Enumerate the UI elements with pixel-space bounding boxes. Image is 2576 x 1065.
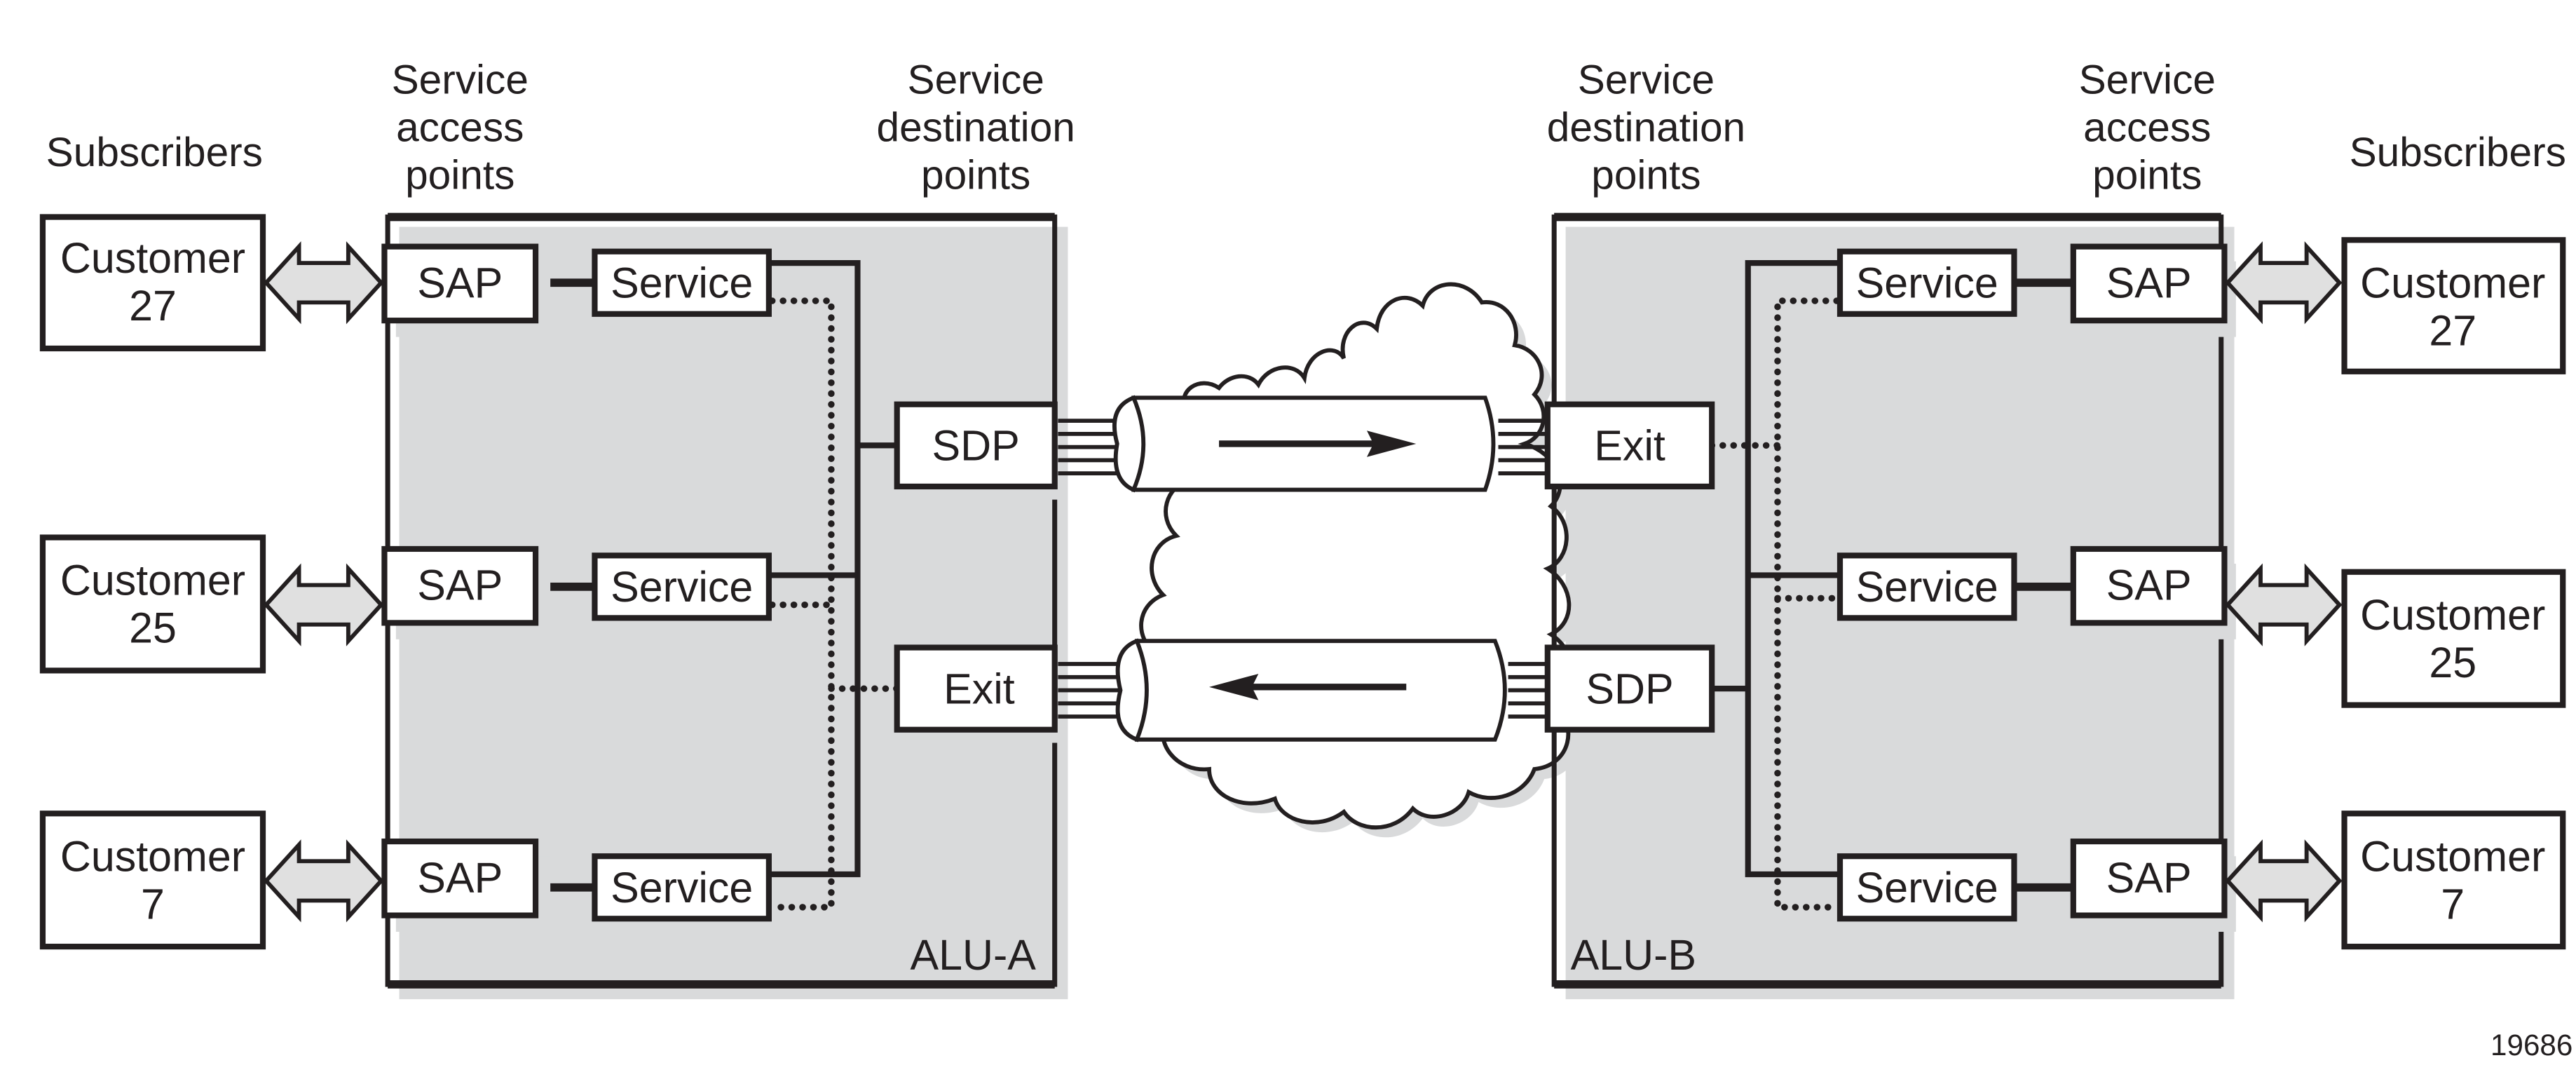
- header-text: Subscribers: [46, 130, 263, 175]
- tunnel-pipe-icon: [1058, 638, 1548, 742]
- double-arrow-icon: [263, 839, 384, 923]
- double-arrow-icon: [263, 241, 384, 325]
- right-sdp-box[interactable]: SDP: [1544, 644, 1715, 733]
- header-left-subscribers: Subscribers: [46, 130, 263, 175]
- sap-box[interactable]: SAP: [2070, 243, 2228, 324]
- customer-box[interactable]: Customer 27: [39, 214, 266, 352]
- header-right-sdp: Service destination points: [1547, 57, 1745, 198]
- left-row-2: Customer 25 SAP Service: [39, 534, 772, 674]
- sap-label: SAP: [417, 854, 503, 902]
- sap-label: SAP: [417, 259, 503, 306]
- service-label: Service: [611, 864, 753, 911]
- double-arrow-icon: [2225, 839, 2343, 923]
- service-label: Service: [611, 563, 753, 611]
- service-box[interactable]: Service: [1836, 853, 2017, 922]
- left-row-3: Customer 7 SAP Service: [39, 810, 772, 950]
- header-text: points: [921, 153, 1030, 198]
- header-right-sap: Service access points: [2079, 57, 2216, 198]
- customer-id: 27: [129, 282, 177, 330]
- exit-label: Exit: [1594, 421, 1665, 469]
- sap-label: SAP: [2106, 562, 2192, 609]
- header-text: access: [396, 105, 524, 151]
- sap-label: SAP: [2106, 259, 2192, 306]
- router-name: ALU-A: [910, 931, 1036, 979]
- sap-box[interactable]: SAP: [2070, 545, 2228, 626]
- double-arrow-icon: [2225, 563, 2343, 646]
- customer-label: Customer: [60, 234, 245, 282]
- header-left-sap: Service access points: [392, 57, 529, 198]
- header-text: points: [405, 153, 514, 198]
- customer-id: 25: [129, 604, 177, 652]
- right-row-3: Service SAP Customer 7: [1836, 810, 2566, 950]
- customer-box[interactable]: Customer 25: [2341, 569, 2566, 708]
- service-box[interactable]: Service: [1836, 552, 2017, 621]
- customer-label: Customer: [60, 832, 245, 880]
- right-wiring: [1708, 260, 2073, 911]
- customer-box[interactable]: Customer 7: [39, 810, 266, 950]
- right-row-2: Service SAP Customer 25: [1836, 545, 2566, 708]
- header-text: access: [2083, 105, 2211, 151]
- header-text: Service: [2079, 57, 2216, 103]
- customer-id: 27: [2429, 306, 2476, 354]
- service-box[interactable]: Service: [592, 853, 772, 922]
- figure-number: 19686: [2490, 1029, 2572, 1061]
- sap-box[interactable]: SAP: [2070, 839, 2228, 918]
- header-text: destination: [1547, 105, 1745, 151]
- sap-label: SAP: [417, 562, 503, 609]
- service-label: Service: [611, 259, 753, 306]
- customer-box[interactable]: Customer 7: [2341, 810, 2566, 950]
- service-box[interactable]: Service: [592, 552, 772, 621]
- customer-id: 7: [2441, 880, 2465, 928]
- double-arrow-icon: [263, 563, 384, 646]
- customer-label: Customer: [60, 557, 245, 604]
- cloud-icon: [1139, 282, 1582, 838]
- right-exit-box[interactable]: Exit: [1544, 401, 1715, 489]
- service-label: Service: [1856, 563, 1998, 611]
- router-name: ALU-B: [1571, 931, 1696, 979]
- header-text: Service: [908, 57, 1044, 103]
- header-text: Service: [1578, 57, 1715, 103]
- header-text: destination: [877, 105, 1075, 151]
- sap-box[interactable]: SAP: [381, 545, 539, 626]
- customer-id: 7: [141, 880, 165, 928]
- service-label: Service: [1856, 259, 1998, 306]
- left-row-1: Customer 27 SAP Service: [39, 214, 772, 352]
- customer-id: 25: [2429, 639, 2476, 686]
- sap-box[interactable]: SAP: [381, 243, 539, 324]
- left-sdp-box[interactable]: SDP: [894, 401, 1058, 489]
- header-text: Service: [392, 57, 529, 103]
- header-text: points: [2092, 153, 2202, 198]
- header-text: Subscribers: [2350, 130, 2566, 175]
- left-exit-box[interactable]: Exit: [894, 644, 1058, 733]
- header-left-sdp: Service destination points: [877, 57, 1075, 198]
- sap-label: SAP: [2106, 854, 2192, 902]
- customer-label: Customer: [2360, 259, 2545, 306]
- service-box[interactable]: Service: [592, 248, 772, 317]
- right-row-1: Service SAP Customer 27: [1836, 237, 2566, 374]
- customer-label: Customer: [2360, 591, 2545, 639]
- sdp-label: SDP: [1586, 665, 1673, 712]
- header-text: points: [1591, 153, 1701, 198]
- service-label: Service: [1856, 864, 1998, 911]
- service-box[interactable]: Service: [1836, 248, 2017, 317]
- double-arrow-icon: [2225, 241, 2343, 325]
- customer-label: Customer: [2360, 832, 2545, 880]
- sap-box[interactable]: SAP: [381, 839, 539, 918]
- header-right-subscribers: Subscribers: [2350, 130, 2566, 175]
- customer-box[interactable]: Customer 25: [39, 534, 266, 674]
- sdp-label: SDP: [932, 421, 1020, 469]
- tunnel-pipe-icon: [1058, 395, 1548, 493]
- customer-box[interactable]: Customer 27: [2341, 237, 2566, 374]
- exit-label: Exit: [943, 665, 1015, 712]
